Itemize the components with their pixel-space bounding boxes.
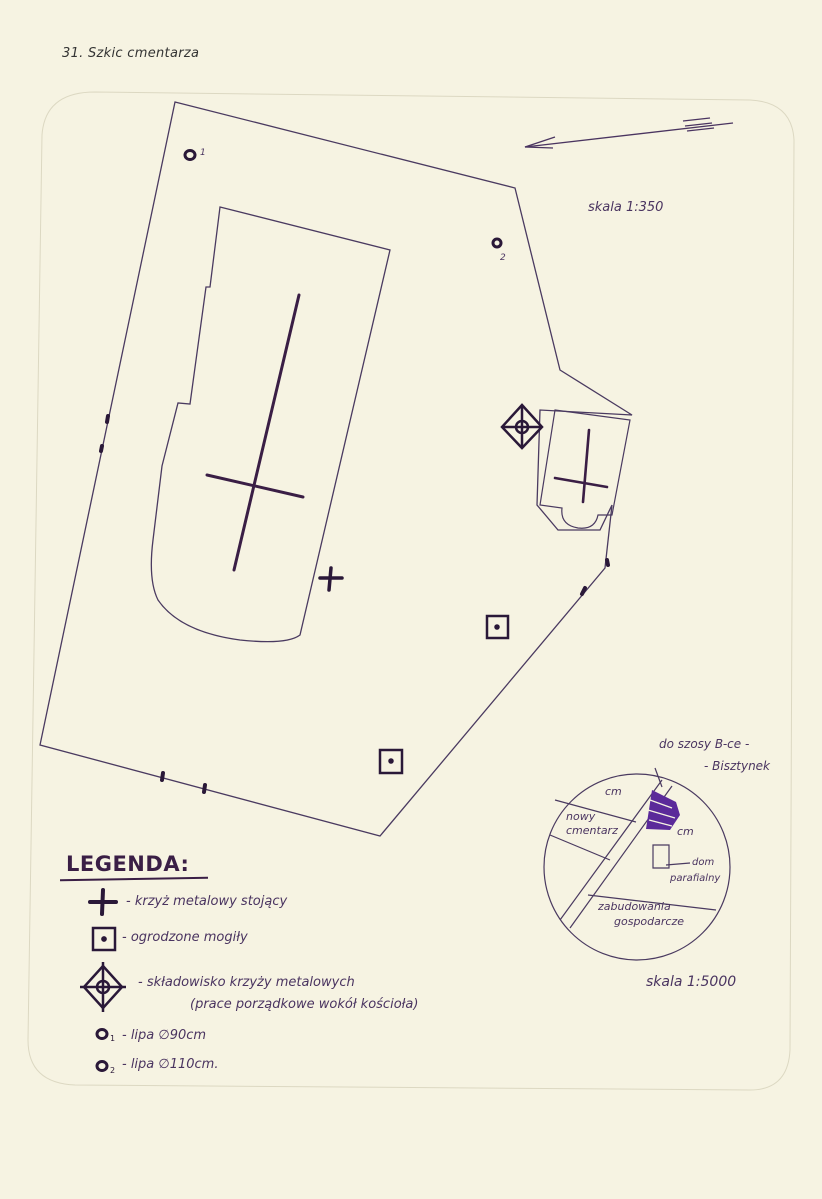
inset-parish-house-label-2: parafialny — [670, 873, 721, 884]
church-cross-icon — [205, 293, 305, 572]
church-marker — [646, 790, 680, 830]
legend-item-tree-2: - lipa ∅110cm. — [122, 1057, 219, 1072]
tree-label-1: 1 — [200, 148, 206, 158]
fenced-grave-icon — [378, 614, 510, 775]
scale-inset-label: skala 1:5000 — [646, 974, 737, 990]
legend-item-fenced-graves: - ogrodzone mogiły — [122, 930, 248, 945]
inset-farm-label: zabudowania — [598, 900, 671, 913]
legend-fenced-grave-icon — [91, 926, 117, 952]
legend-tree-icon — [95, 1028, 109, 1072]
legend-title: LEGENDA: — [66, 852, 190, 876]
legend-tree-sub-1: 1 — [110, 1034, 115, 1043]
inset-parish-house-label: dom — [692, 857, 715, 868]
page-title: 31. Szkic cmentarza — [62, 46, 200, 61]
inset-new-cemetery-label: nowy — [566, 810, 596, 823]
chapel-cross-icon — [553, 428, 609, 504]
legend-cross-storage-icon — [80, 962, 126, 1012]
inset-new-cemetery-label-2: cmentarz — [566, 824, 618, 837]
legend-tree-sub-2: 2 — [110, 1066, 115, 1075]
cross-icon — [318, 566, 344, 592]
scale-main-label: skala 1:350 — [588, 200, 664, 215]
legend-cross-icon — [88, 888, 118, 916]
legend-item-cross-storage: - składowisko krzyży metalowych — [138, 975, 355, 990]
inset-church-cm-label: cm — [677, 825, 694, 838]
inset-cm-label: cm — [605, 785, 622, 798]
inset-map — [543, 767, 731, 961]
chapel-outline — [539, 409, 631, 529]
legend-item-cross-storage-note: (prace porządkowe wokół kościoła) — [190, 997, 419, 1012]
inner-frame — [27, 91, 795, 1091]
tree-icon — [183, 149, 503, 249]
tree-label-2: 2 — [500, 253, 506, 263]
gate-marks — [99, 414, 610, 794]
cemetery-boundary — [39, 101, 633, 837]
legend-item-tree-1: - lipa ∅90cm — [122, 1028, 207, 1043]
cross-storage-icon — [500, 403, 544, 450]
inset-road-label: do szosy B-ce - — [659, 737, 750, 751]
inset-farm-label-2: gospodarcze — [614, 915, 684, 928]
inset-road-label-2: - Bisztynek — [704, 759, 771, 773]
legend-item-cross: - krzyż metalowy stojący — [126, 894, 288, 909]
church-outline — [150, 206, 391, 643]
north-arrow-icon — [524, 117, 734, 149]
